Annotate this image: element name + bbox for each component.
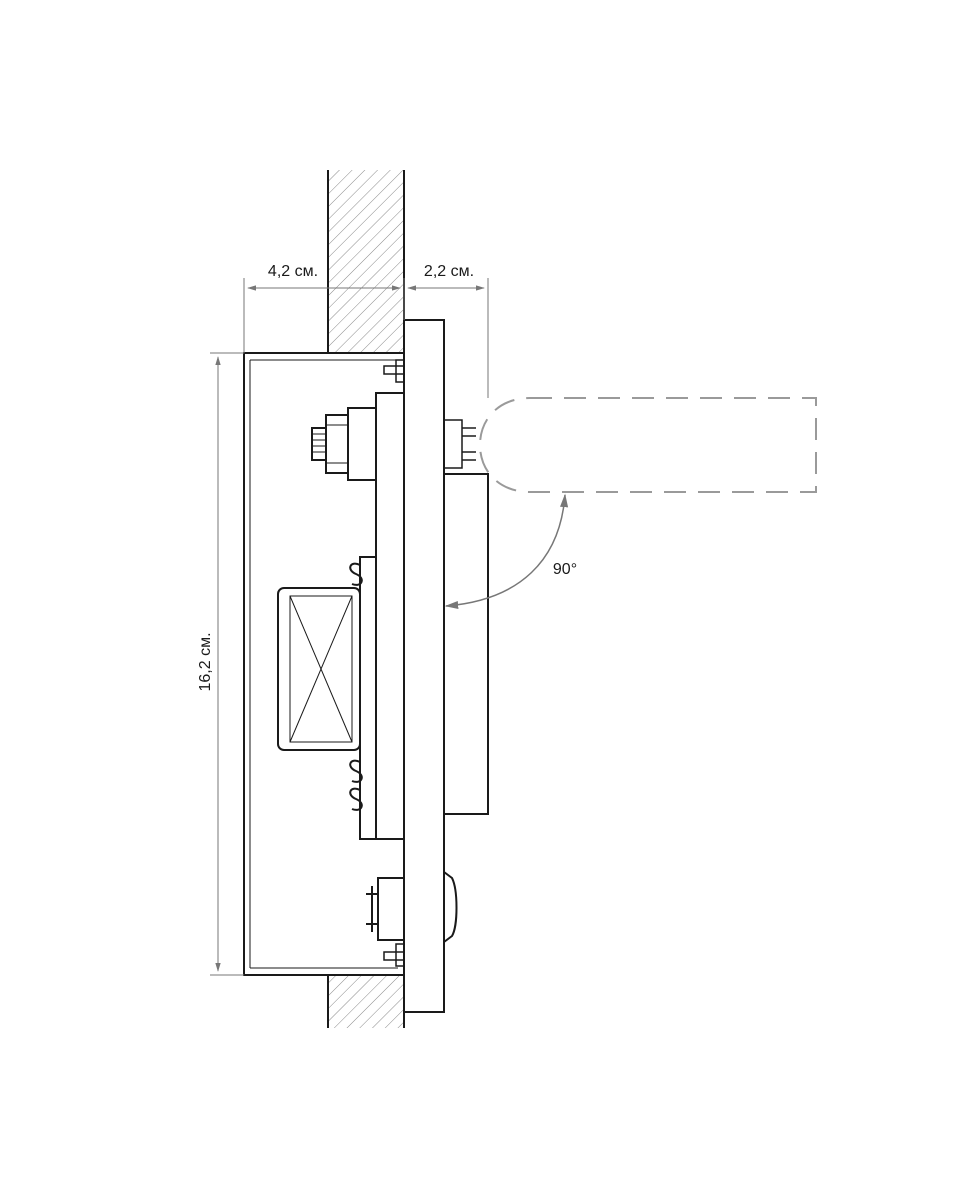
bolt-flange <box>347 407 377 481</box>
nut <box>325 414 349 474</box>
coil-bracket <box>359 556 377 840</box>
handle-angle-label: 90° <box>553 561 577 578</box>
spring-clip-top <box>349 562 363 586</box>
switch-body <box>377 877 405 941</box>
coil-cross-b <box>289 595 353 743</box>
micro-switch <box>366 877 405 941</box>
coil-body <box>277 587 361 751</box>
dimension-depth <box>243 278 405 353</box>
solenoid-coil <box>277 556 377 840</box>
spring-clip-middle <box>349 759 363 783</box>
front-knob <box>443 871 458 943</box>
coil-winding <box>289 595 353 743</box>
handle-base-plate <box>443 473 489 815</box>
panel-screw-top <box>383 359 405 383</box>
spring-clip-bottom <box>349 787 363 811</box>
wall-section <box>327 170 405 1028</box>
panel-screw-bottom <box>383 943 405 967</box>
dimension-protrusion-label: 2,2 см. <box>424 263 474 280</box>
mounting-plate <box>375 392 405 840</box>
front-panel <box>403 319 445 1013</box>
wall-lower <box>328 975 404 1028</box>
bolt-nut-assembly <box>311 407 377 481</box>
dimension-protrusion <box>407 278 489 398</box>
handle-spindle <box>443 419 476 469</box>
dimension-height-label: 16,2 см. <box>197 632 214 691</box>
dimension-depth-label: 4,2 см. <box>268 263 318 280</box>
dimension-height <box>210 352 244 976</box>
wall-upper <box>328 170 404 353</box>
rotation-arc <box>444 493 569 610</box>
bolt-thread <box>311 427 327 461</box>
handle-rotated-dashed <box>478 397 817 493</box>
